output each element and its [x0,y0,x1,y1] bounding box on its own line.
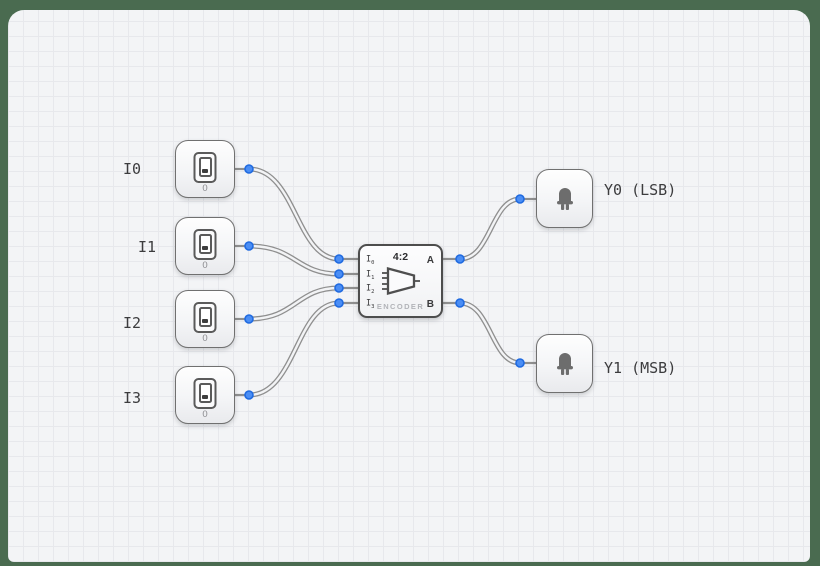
switch-icon[interactable] [193,152,217,183]
encoder-pin-i1: I1 [366,269,375,282]
encoder-symbol-icon [381,266,420,296]
switch-icon[interactable] [193,378,217,409]
input-label-i2: I2 [122,314,141,332]
encoder-ratio-label: 4:2 [392,251,409,263]
connection-node[interactable] [244,164,254,174]
switch-value: 0 [202,260,208,271]
connection-node[interactable] [515,358,525,368]
led-icon [556,187,573,210]
led-y1[interactable] [536,334,593,393]
led-icon [556,352,573,375]
encoder-pin-i0: I0 [366,254,375,267]
switch-icon[interactable] [193,229,217,260]
wire-cores [247,167,522,397]
connection-node[interactable] [455,298,465,308]
encoder-block[interactable]: 4:2 I0 I1 I2 I3 A B ENCODER [358,244,443,318]
connection-node[interactable] [244,314,254,324]
connection-node[interactable] [244,241,254,251]
connection-node[interactable] [334,269,344,279]
switch-value: 0 [202,409,208,420]
encoder-name-label: ENCODER [376,302,425,311]
output-label-y0: Y0 (LSB) [604,181,677,199]
connection-node[interactable] [515,194,525,204]
input-label-i3: I3 [122,389,141,407]
connection-node[interactable] [455,254,465,264]
circuit-canvas[interactable]: I0 I1 I2 I3 0 0 0 0 4:2 I0 I1 I2 I3 A B [8,10,810,562]
input-label-i1: I1 [137,238,156,256]
encoder-pin-a: A [426,255,434,266]
connection-node[interactable] [334,254,344,264]
connection-node[interactable] [334,298,344,308]
switch-value: 0 [202,183,208,194]
led-y0[interactable] [536,169,593,228]
encoder-pin-i3: I3 [366,298,375,311]
output-label-y1: Y1 (MSB) [604,359,677,377]
toggle-switch-i0[interactable]: 0 [175,140,235,198]
connection-node[interactable] [334,283,344,293]
toggle-switch-i1[interactable]: 0 [175,217,235,275]
toggle-switch-i2[interactable]: 0 [175,290,235,348]
connection-node[interactable] [244,390,254,400]
encoder-pin-b: B [426,299,434,310]
wire-layer [235,164,536,400]
encoder-pin-i2: I2 [366,283,375,296]
input-label-i0: I0 [122,160,141,178]
switch-value: 0 [202,333,208,344]
switch-icon[interactable] [193,302,217,333]
toggle-switch-i3[interactable]: 0 [175,366,235,424]
